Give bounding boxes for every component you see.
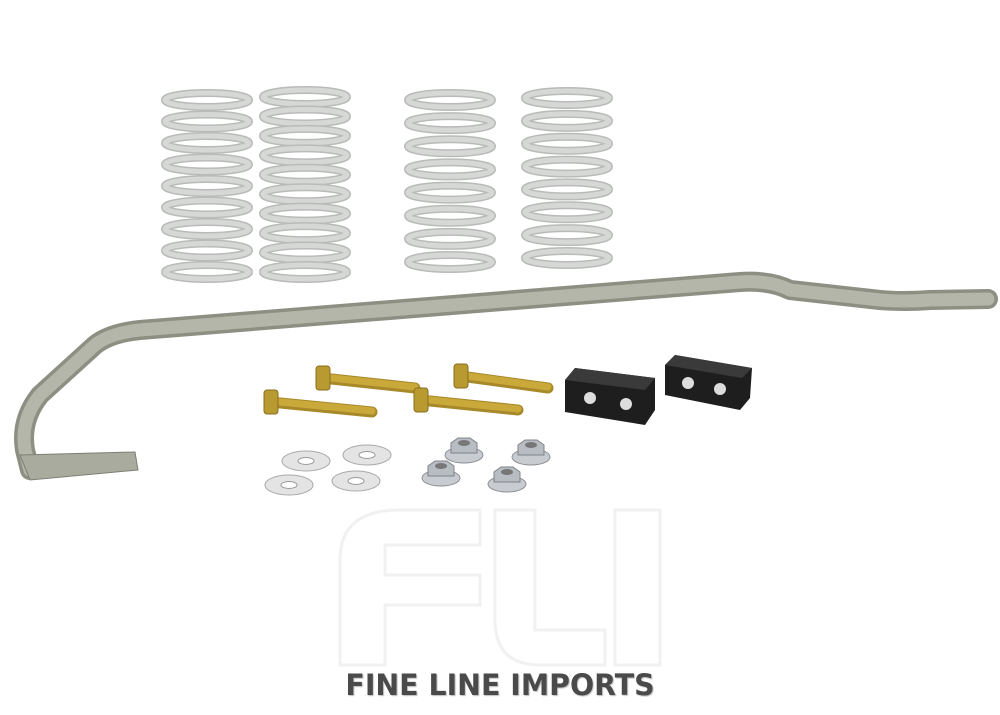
spring-coil-highlight	[260, 262, 350, 282]
flange-nut	[444, 437, 484, 464]
bolt	[413, 387, 524, 416]
spring-coil-highlight	[405, 90, 495, 110]
bolt	[453, 363, 554, 394]
washer	[331, 470, 381, 492]
washer	[342, 444, 392, 466]
spring-coil-highlight	[162, 112, 252, 131]
spring-coil-highlight	[162, 133, 252, 153]
spring-coil-highlight	[260, 243, 350, 263]
spring-coil-highlight	[405, 252, 495, 272]
spring-coil-highlight	[162, 262, 252, 282]
spring-coil-highlight	[260, 87, 350, 107]
spring-coil-highlight	[405, 206, 495, 226]
spring-coil-highlight	[162, 198, 252, 217]
coil-spring	[259, 86, 351, 283]
bolt	[315, 365, 421, 394]
bushing-block	[565, 368, 655, 425]
sway-bar	[14, 271, 998, 481]
bushing-block	[665, 355, 752, 410]
spring-coil-highlight	[405, 183, 495, 203]
spring-coil-highlight	[162, 219, 252, 239]
spring-coil-highlight	[162, 241, 252, 260]
watermark-company-name: FINE LINE IMPORTS	[345, 668, 655, 702]
spring-coil-highlight	[522, 202, 612, 222]
spring-coil-highlight	[522, 134, 612, 154]
spring-coil-highlight	[405, 229, 495, 249]
spring-coil-highlight	[405, 159, 495, 179]
spring-coil-highlight	[260, 106, 350, 126]
bolt	[263, 389, 378, 418]
coil-spring	[521, 87, 613, 269]
coil-spring	[161, 89, 253, 283]
spring-coil-highlight	[522, 225, 612, 245]
spring-coil-highlight	[522, 111, 612, 131]
spring-coil-highlight	[162, 90, 252, 110]
flange-nut	[421, 460, 461, 487]
spring-coil-highlight	[260, 184, 350, 204]
spring-coil-highlight	[162, 176, 252, 196]
flange-nut	[511, 439, 551, 466]
flange-nut	[487, 466, 527, 493]
spring-coil-highlight	[260, 204, 350, 224]
spring-coil-highlight	[522, 88, 612, 108]
spring-coil-highlight	[162, 155, 252, 174]
spring-coil-highlight	[405, 113, 495, 133]
fli-logo-watermark	[338, 508, 662, 667]
washer	[264, 474, 314, 496]
spring-coil-highlight	[260, 126, 350, 146]
washer	[281, 450, 331, 472]
spring-coil-highlight	[522, 157, 612, 177]
spring-coil-highlight	[260, 145, 350, 165]
spring-coil-highlight	[260, 223, 350, 243]
coil-spring	[404, 89, 496, 273]
spring-coil-highlight	[405, 136, 495, 156]
spring-coil-highlight	[522, 179, 612, 199]
spring-coil-highlight	[260, 165, 350, 185]
spring-coil-highlight	[522, 248, 612, 268]
